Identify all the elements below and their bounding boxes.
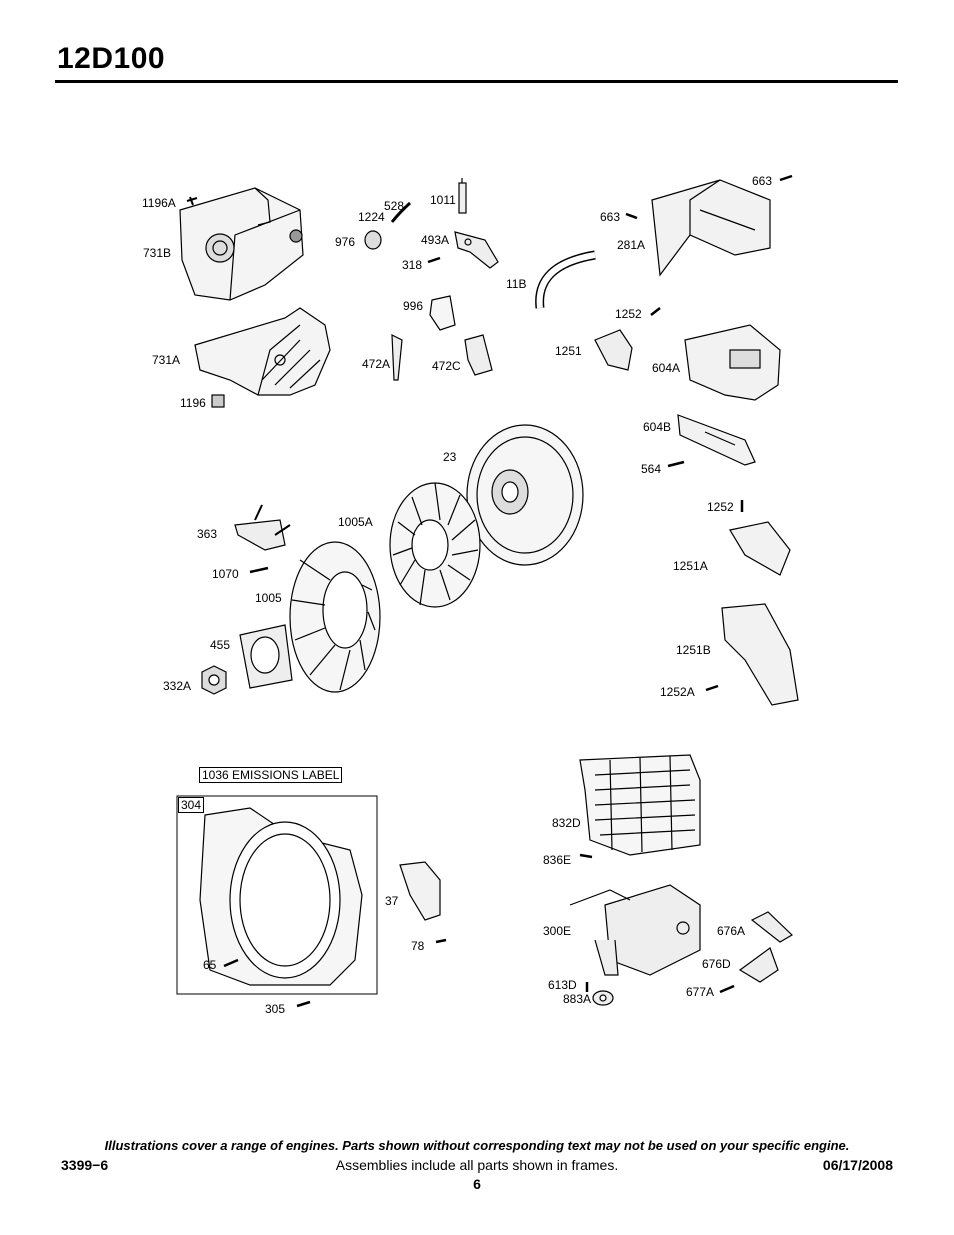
part-label: 604A	[652, 361, 681, 375]
part-label: 996	[403, 299, 424, 313]
part-493A-bracket	[454, 231, 499, 269]
part-label: 300E	[543, 924, 572, 938]
part-label: 281A	[617, 238, 646, 252]
part-318-screw	[427, 256, 441, 264]
part-label: 1252	[707, 500, 734, 514]
part-883A-gasket	[592, 990, 614, 1006]
part-472C-bracket	[464, 334, 493, 376]
emissions-label-frame: 1036 EMISSIONS LABEL	[199, 767, 343, 783]
part-label: 676D	[702, 957, 731, 971]
part-836E-screw	[579, 853, 593, 859]
part-label: 1251B	[676, 643, 711, 657]
part-564-screw	[667, 460, 685, 468]
part-663-screw-b	[625, 212, 638, 220]
part-676D-deflector	[738, 947, 779, 983]
part-528-tube	[390, 201, 412, 223]
part-1252A-screw	[705, 684, 719, 692]
footer-date: 06/17/2008	[822, 1157, 893, 1173]
page-title: 12D100	[57, 42, 166, 75]
part-label: 883A	[563, 992, 592, 1006]
part-1251A-guard	[729, 521, 791, 576]
part-305-screw	[296, 1000, 311, 1008]
frame-label-304: 304	[178, 797, 205, 813]
part-label: 1196	[180, 396, 206, 410]
part-1251-bracket	[594, 329, 633, 371]
part-363-coil-bracket	[234, 504, 291, 551]
part-label: 1252A	[660, 685, 695, 699]
part-996-cover	[429, 295, 456, 331]
frame-304-blower-housing	[176, 795, 378, 995]
part-label: 1005	[255, 591, 282, 605]
part-label: 11B	[506, 277, 527, 291]
part-label: 493A	[421, 233, 450, 247]
part-label: 564	[641, 462, 662, 476]
part-label: 731A	[152, 353, 181, 367]
part-label: 613D	[548, 978, 577, 992]
part-label: 1251A	[673, 559, 708, 573]
part-label: 676A	[717, 924, 746, 938]
part-label: 1196A	[142, 196, 176, 210]
part-label: 1011	[430, 193, 456, 207]
part-label: 976	[335, 235, 356, 249]
footer-doc-number: 3399−6	[61, 1157, 109, 1173]
part-676A-deflector	[750, 911, 793, 943]
part-281A-shroud	[651, 179, 771, 277]
part-1005A-fan	[389, 482, 481, 608]
part-65-screw	[223, 958, 239, 968]
part-455-cup	[239, 624, 293, 689]
part-label: 663	[600, 210, 621, 224]
part-976-knob	[364, 230, 382, 250]
part-832D-muffler-guard	[579, 754, 701, 856]
part-label: 1070	[212, 567, 239, 581]
footer-assemblies-note: Assemblies include all parts shown in fr…	[335, 1157, 619, 1173]
part-1251B-bracket	[721, 603, 799, 706]
part-604B-plate	[677, 414, 756, 466]
page-number: 6	[473, 1176, 481, 1192]
part-604A-cover	[684, 324, 781, 401]
part-label: 677A	[686, 985, 715, 999]
part-label: 65	[203, 958, 217, 972]
part-78-screw	[435, 938, 447, 944]
part-label: 1005A	[338, 515, 373, 529]
part-1196-nut	[211, 394, 225, 408]
part-label: 731B	[143, 246, 172, 260]
part-304-blower-housing	[199, 807, 363, 986]
part-label: 1224	[358, 210, 385, 224]
part-23-flywheel	[466, 424, 584, 566]
part-37-guard	[399, 861, 441, 921]
part-1252-screw-a	[650, 307, 661, 316]
part-label: 455	[210, 638, 231, 652]
part-label: 604B	[643, 420, 672, 434]
part-label: 305	[265, 1002, 286, 1016]
title-divider	[55, 80, 898, 83]
part-677A-screw	[719, 984, 735, 994]
part-label: 78	[411, 939, 425, 953]
part-label: 363	[197, 527, 218, 541]
part-731B-air-cleaner-housing	[179, 187, 304, 301]
part-731A-air-cleaner-base	[194, 307, 331, 396]
part-label: 663	[752, 174, 773, 188]
part-332A-nut	[201, 665, 227, 695]
part-300E-muffler	[569, 884, 701, 976]
part-1005-fan-housing	[289, 541, 381, 693]
part-label: 832D	[552, 816, 581, 830]
part-663-screw-a	[779, 174, 793, 182]
part-472A-lever	[391, 334, 403, 381]
part-label: 1251	[555, 344, 582, 358]
part-label: 37	[385, 894, 399, 908]
part-label: 836E	[543, 853, 572, 867]
part-label: 23	[443, 450, 457, 464]
part-11B-hose	[535, 250, 596, 309]
part-1011-spark-plug	[458, 178, 467, 214]
footer-disclaimer: Illustrations cover a range of engines. …	[104, 1138, 850, 1153]
part-label: 332A	[163, 679, 192, 693]
part-1070-screw	[249, 566, 269, 574]
part-label: 472C	[432, 359, 461, 373]
part-label: 318	[402, 258, 423, 272]
part-label: 528	[384, 199, 405, 213]
part-label: 1252	[615, 307, 642, 321]
part-label: 472A	[362, 357, 391, 371]
part-1196A-screw	[186, 196, 198, 206]
